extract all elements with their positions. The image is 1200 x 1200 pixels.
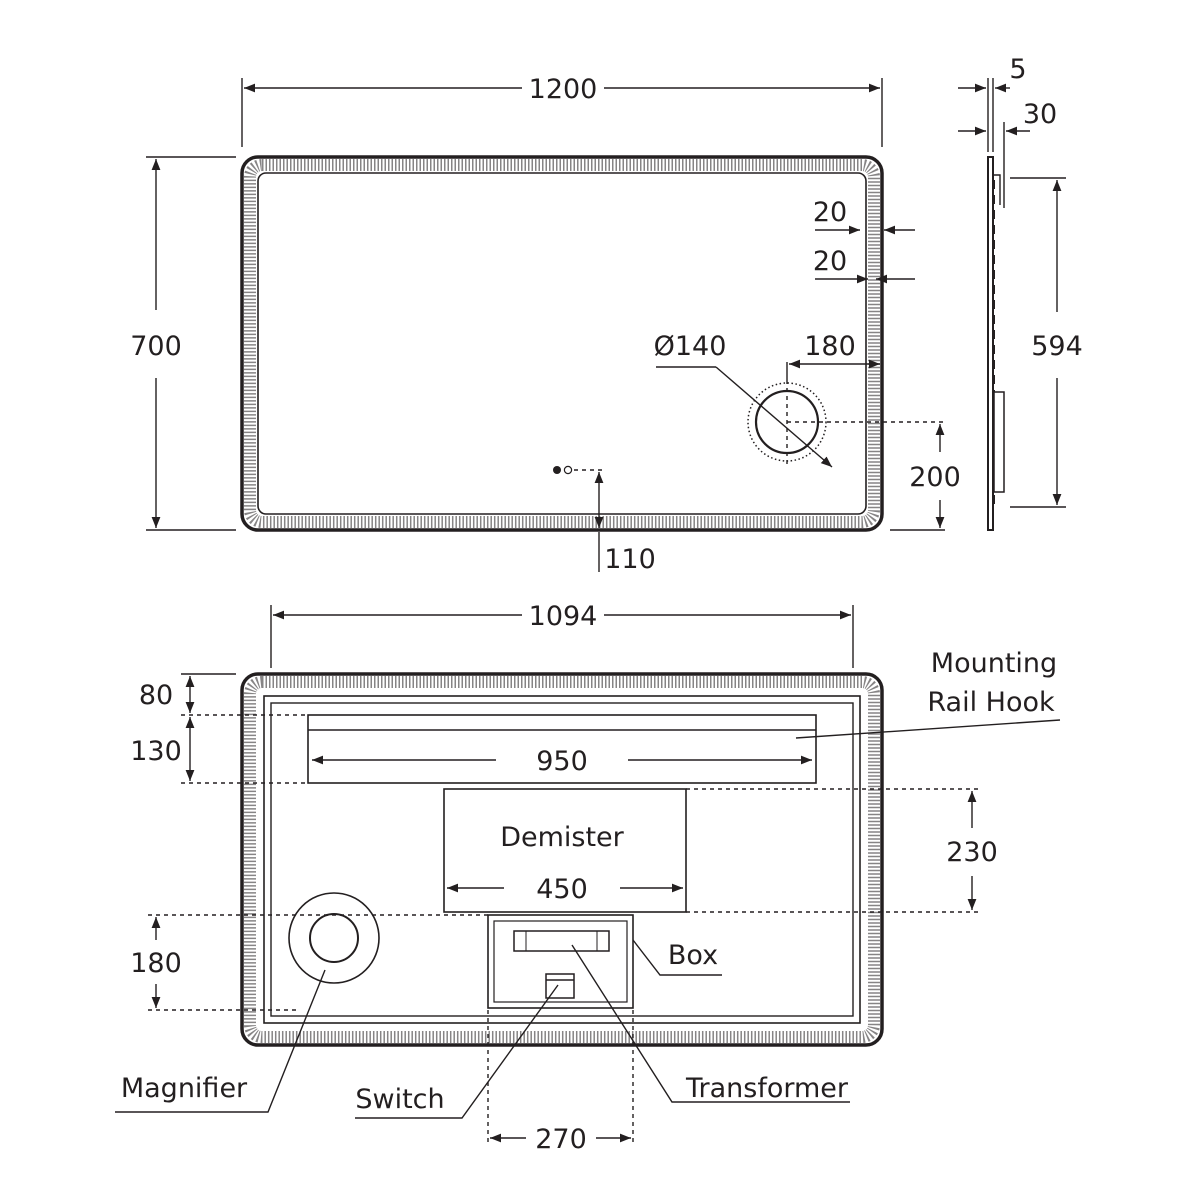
front-view: 1200 700 20 20 Ø140 180 200 110 bbox=[130, 74, 961, 575]
side-thickness-a-label: 5 bbox=[1009, 54, 1026, 85]
side-rail-height-label: 594 bbox=[1031, 331, 1083, 362]
side-thickness-b-label: 30 bbox=[1023, 99, 1057, 130]
magnifier-x-offset-label: 180 bbox=[804, 331, 856, 362]
demister-height-label: 230 bbox=[946, 837, 998, 868]
callout-line-magnifier bbox=[115, 969, 326, 1113]
electrical-box-inner bbox=[493, 920, 628, 1003]
mirror-glass-front bbox=[257, 172, 867, 515]
mounting-rail bbox=[307, 714, 817, 784]
switch-offset-label: 110 bbox=[604, 544, 656, 575]
back-view: 950 Demister 450 1094 80 130 bbox=[115, 601, 1061, 1155]
led-strip-front bbox=[244, 159, 880, 528]
back-width-label: 1094 bbox=[529, 601, 598, 632]
strip-dim-2-label: 20 bbox=[813, 246, 847, 277]
demister-pad bbox=[443, 788, 687, 913]
callout-line-rail-hook bbox=[795, 719, 1061, 739]
demister-label: Demister bbox=[500, 822, 624, 853]
box-width-label: 270 bbox=[535, 1124, 587, 1155]
side-glass bbox=[987, 156, 994, 531]
magnifier-diameter-label: Ø140 bbox=[654, 331, 727, 362]
callout-line-box bbox=[632, 939, 722, 976]
side-view: 5 30 594 bbox=[958, 54, 1083, 531]
box-label: Box bbox=[668, 940, 718, 971]
magnifier-label: Magnifier bbox=[121, 1073, 248, 1104]
transformer-label: Transformer bbox=[685, 1073, 849, 1104]
rail-width-label: 950 bbox=[536, 746, 588, 777]
led-strip-back bbox=[244, 676, 880, 1043]
magnifier-inner-back bbox=[309, 913, 359, 963]
magnifier-back-offset-label: 180 bbox=[130, 948, 182, 979]
magnifier-y-offset-label: 200 bbox=[909, 462, 961, 493]
transformer-bracket-right bbox=[596, 930, 610, 952]
top-offset-label: 80 bbox=[139, 680, 173, 711]
callout-line-switch bbox=[355, 984, 559, 1119]
demister-width-label: 450 bbox=[536, 874, 588, 905]
switch-unit bbox=[545, 973, 575, 999]
touch-switch-dot-icon bbox=[553, 466, 561, 474]
rail-hook-label: Rail Hook bbox=[927, 687, 1055, 718]
diameter-leader bbox=[715, 366, 833, 468]
transformer-unit bbox=[513, 930, 610, 952]
switch-label: Switch bbox=[355, 1084, 444, 1115]
callout-line-transformer bbox=[571, 944, 850, 1103]
mounting-label: Mounting bbox=[931, 648, 1057, 679]
front-height-label: 700 bbox=[130, 331, 182, 362]
touch-switch-ring-icon bbox=[563, 465, 573, 475]
side-box bbox=[993, 391, 1005, 493]
strip-dim-1-label: 20 bbox=[813, 197, 847, 228]
front-width-label: 1200 bbox=[529, 74, 598, 105]
rail-height-label: 130 bbox=[130, 736, 182, 767]
side-rail-hook bbox=[994, 174, 1001, 205]
transformer-bracket-left bbox=[513, 930, 527, 952]
back-panel-inner bbox=[270, 702, 854, 1017]
